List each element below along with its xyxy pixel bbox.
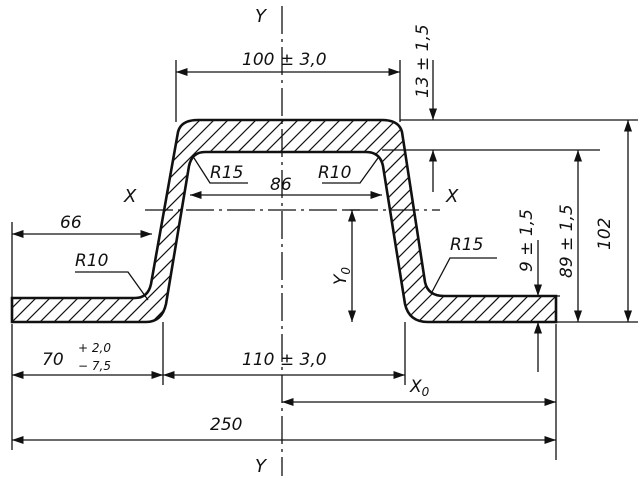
- left-bottom-minus: − 7,5: [78, 359, 111, 373]
- profile-section: [10, 118, 558, 324]
- leader-r10-left: [75, 271, 149, 301]
- flange-thickness-label: 9 ± 1,5: [517, 209, 537, 272]
- y0-label: Y0: [331, 267, 353, 285]
- inner-width-label: 86: [270, 175, 292, 195]
- top-width-label: 100 ± 3,0: [242, 50, 327, 70]
- leader-r10-right: [322, 157, 379, 184]
- x0-label: X0: [409, 377, 430, 399]
- inner-height-label: 89 ± 1,5: [557, 204, 577, 278]
- r15-right-label: R15: [450, 235, 483, 255]
- y-axis-label-top: Y: [255, 6, 268, 27]
- r10-left-label: R10: [75, 251, 108, 271]
- left-flange-label: 66: [60, 213, 82, 233]
- radius-leaders: [75, 157, 497, 301]
- top-thickness-label: 13 ± 1,5: [413, 24, 433, 98]
- leader-r15-left: [193, 157, 248, 184]
- leader-r15-right: [431, 257, 497, 293]
- overall-height-label: 102: [595, 218, 615, 250]
- overall-width-label: 250: [210, 415, 242, 435]
- r15-left-label: R15: [210, 163, 243, 183]
- r10-right-label: R10: [318, 163, 351, 183]
- dimension-lines: [12, 60, 633, 445]
- bottom-opening-label: 110 ± 3,0: [242, 350, 327, 370]
- left-bottom-plus: + 2,0: [78, 341, 111, 355]
- x-axis-label-right: X: [445, 186, 459, 207]
- x-axis-label-left: X: [123, 186, 137, 207]
- y-axis-label-bottom: Y: [255, 456, 268, 477]
- extension-lines: [11, 60, 638, 460]
- left-bottom-label: 70: [42, 350, 64, 370]
